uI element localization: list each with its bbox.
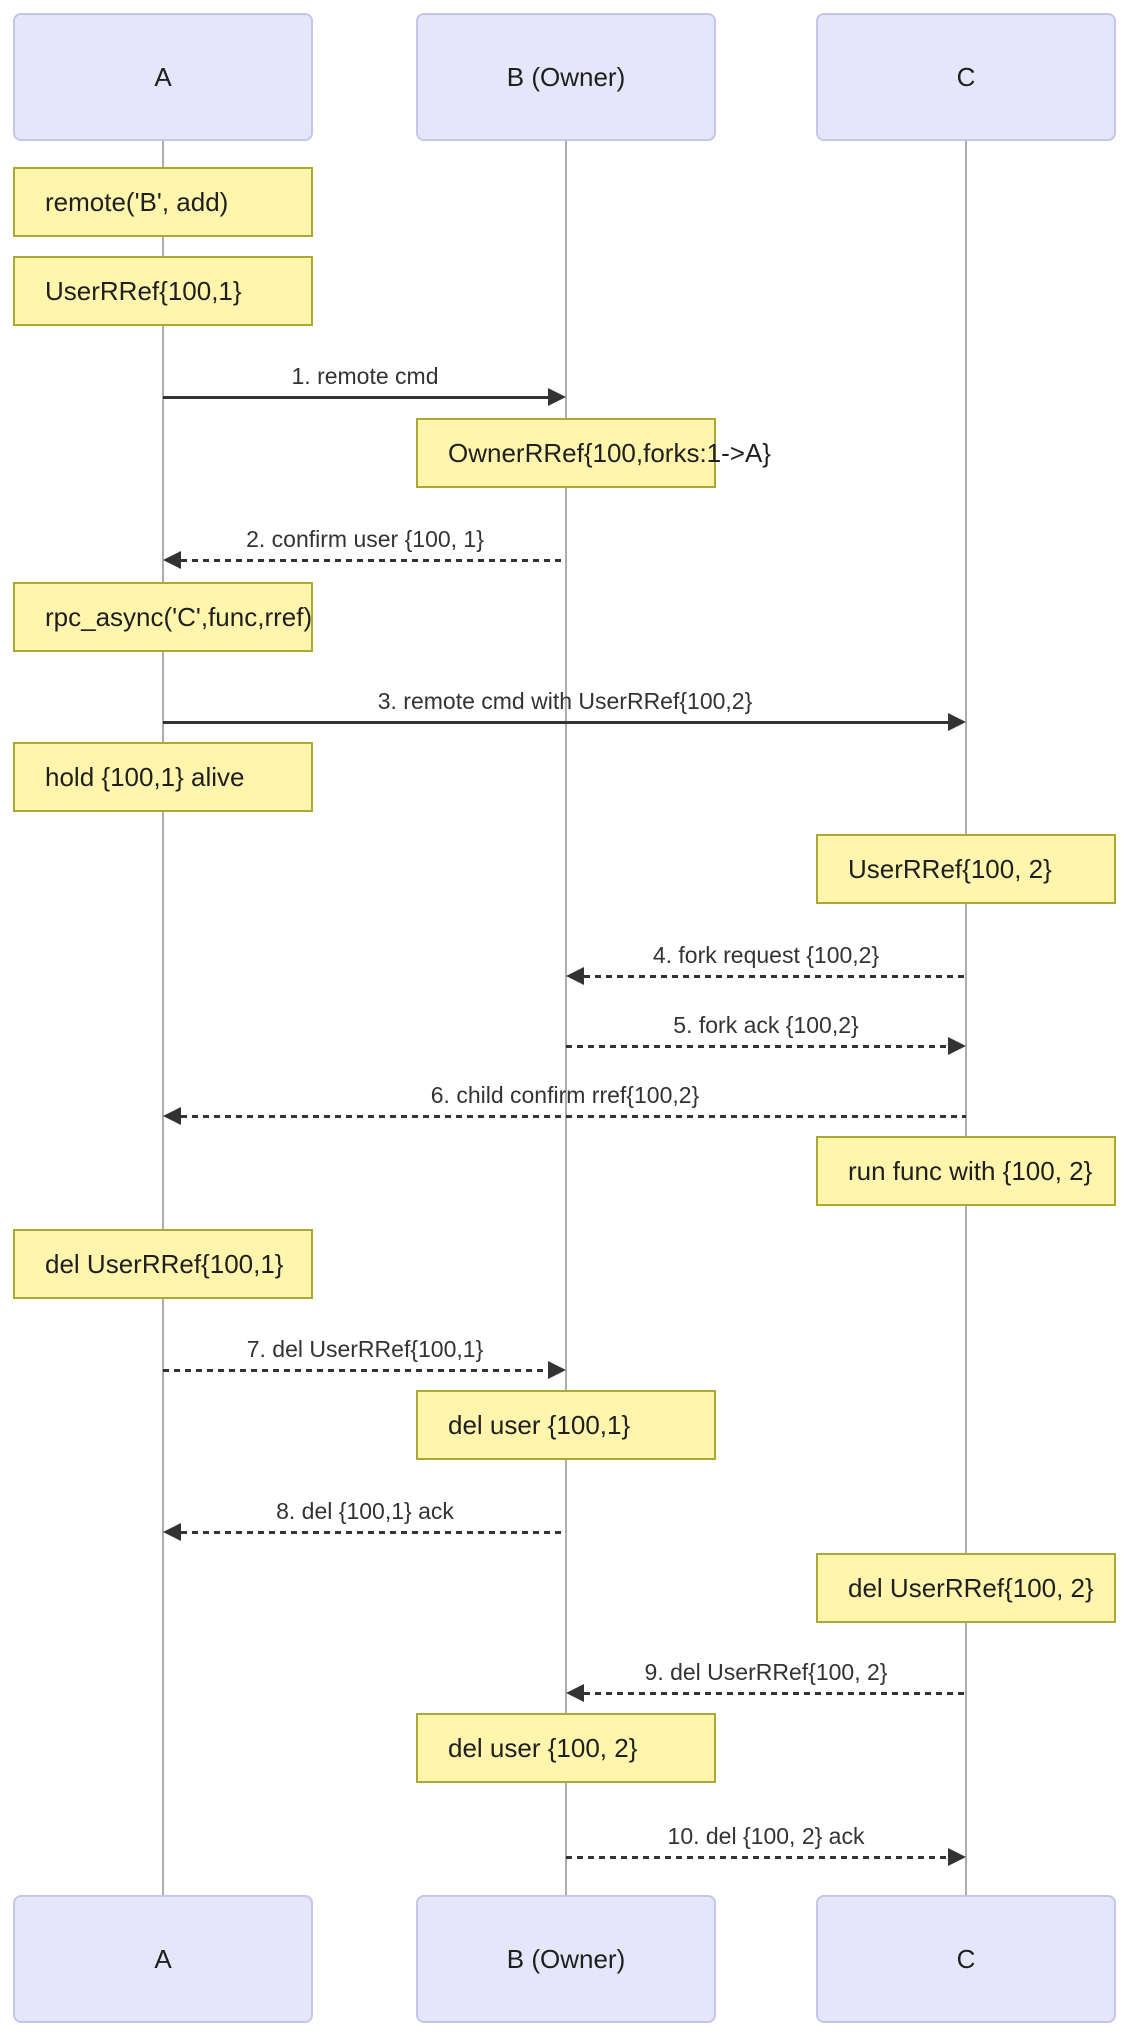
message-line-4 — [584, 975, 966, 978]
note-del-userrref-100-1: del UserRRef{100,1} — [13, 1229, 313, 1299]
lifeline-a — [162, 141, 164, 1895]
arrowhead-8 — [163, 1523, 181, 1541]
arrowhead-7 — [548, 1361, 566, 1379]
note-del-user-100-2: del user {100, 2} — [416, 1713, 716, 1783]
message-label-1: 1. remote cmd — [291, 363, 439, 389]
arrowhead-1 — [548, 388, 566, 406]
message-line-6 — [181, 1115, 966, 1118]
message-label-3: 3. remote cmd with UserRRef{100,2} — [377, 688, 753, 714]
actor-c-bottom: C — [816, 1895, 1116, 2023]
note-del-userrref-100-2: del UserRRef{100, 2} — [816, 1553, 1116, 1623]
message-label-10: 10. del {100, 2} ack — [667, 1823, 865, 1849]
note-remote-add: remote('B', add) — [13, 167, 313, 237]
actor-b-top: B (Owner) — [416, 13, 716, 141]
arrowhead-10 — [948, 1848, 966, 1866]
note-hold-alive: hold {100,1} alive — [13, 742, 313, 812]
note-userrref-100-2: UserRRef{100, 2} — [816, 834, 1116, 904]
message-label-4: 4. fork request {100,2} — [652, 942, 880, 968]
arrowhead-5 — [948, 1037, 966, 1055]
arrowhead-9 — [566, 1684, 584, 1702]
message-label-8: 8. del {100,1} ack — [276, 1498, 454, 1524]
note-run-func: run func with {100, 2} — [816, 1136, 1116, 1206]
note-del-user-100-1: del user {100,1} — [416, 1390, 716, 1460]
note-ownerrref-forks: OwnerRRef{100,forks:1->A} — [416, 418, 771, 488]
message-line-10 — [566, 1856, 948, 1859]
actor-c-top: C — [816, 13, 1116, 141]
message-label-5: 5. fork ack {100,2} — [673, 1012, 859, 1038]
arrowhead-2 — [163, 551, 181, 569]
message-label-2: 2. confirm user {100, 1} — [246, 526, 484, 552]
message-line-2 — [181, 559, 566, 562]
lifeline-b — [565, 141, 567, 1895]
note-userrref-100-1: UserRRef{100,1} — [13, 256, 313, 326]
message-line-5 — [566, 1045, 948, 1048]
arrowhead-6 — [163, 1107, 181, 1125]
message-label-9: 9. del UserRRef{100, 2} — [644, 1659, 888, 1685]
actor-a-top: A — [13, 13, 313, 141]
arrowhead-3 — [948, 713, 966, 731]
message-line-1 — [163, 396, 548, 399]
message-line-3 — [163, 721, 948, 724]
message-line-7 — [163, 1369, 548, 1372]
message-label-6: 6. child confirm rref{100,2} — [430, 1082, 700, 1108]
message-line-9 — [584, 1692, 966, 1695]
lifeline-c — [965, 141, 967, 1895]
arrowhead-4 — [566, 967, 584, 985]
actor-b-bottom: B (Owner) — [416, 1895, 716, 2023]
message-label-7: 7. del UserRRef{100,1} — [246, 1336, 484, 1362]
actor-a-bottom: A — [13, 1895, 313, 2023]
message-line-8 — [181, 1531, 566, 1534]
note-rpc-async: rpc_async('C',func,rref) — [13, 582, 313, 652]
